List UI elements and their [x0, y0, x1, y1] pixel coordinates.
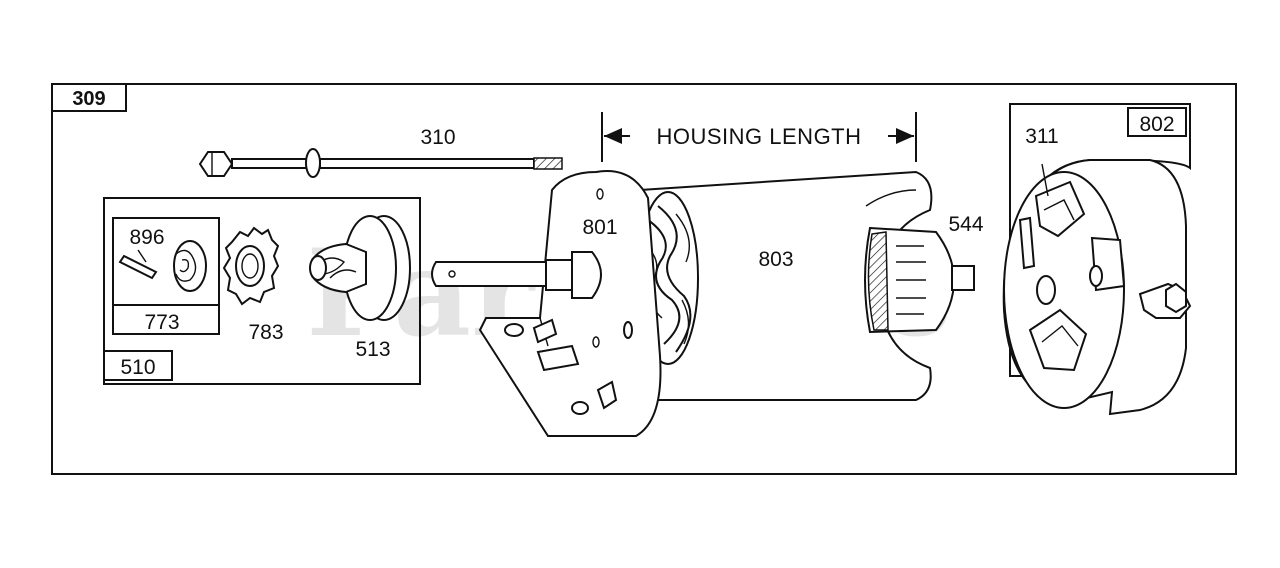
part-896-roll-pin[interactable] — [118, 249, 158, 280]
diagram-frame — [51, 83, 1237, 475]
part-310-through-bolt[interactable] — [198, 148, 563, 178]
frame-label-309[interactable]: 309 — [51, 83, 127, 112]
retainer-kit-box — [112, 217, 220, 335]
callout-544[interactable]: 544 — [948, 213, 983, 236]
callout-773[interactable]: 773 — [144, 311, 179, 334]
svg-text:309: 309 — [72, 88, 105, 110]
callout-896[interactable]: 896 — [129, 226, 164, 249]
part-801-drive-end-cap[interactable] — [478, 170, 662, 437]
part-513-helix-drive[interactable] — [309, 215, 411, 321]
callout-310[interactable]: 310 — [420, 126, 455, 149]
callout-801[interactable]: 801 — [582, 216, 617, 239]
armature-shaft[interactable] — [431, 251, 602, 299]
callout-311[interactable]: 311 — [1025, 125, 1058, 148]
label-510[interactable]: 510 — [103, 350, 173, 381]
label-802[interactable]: 802 — [1127, 107, 1187, 137]
housing-length-label: HOUSING LENGTH — [656, 124, 861, 149]
part-773-retainer[interactable] — [173, 240, 207, 292]
part-544-commutator[interactable] — [864, 226, 975, 334]
callout-783[interactable]: 783 — [248, 321, 283, 344]
svg-text:510: 510 — [120, 356, 155, 379]
part-783-pinion-gear[interactable] — [222, 226, 280, 306]
part-802-end-cap[interactable] — [1002, 103, 1192, 416]
callout-513[interactable]: 513 — [355, 338, 390, 361]
drive-kit-box — [103, 197, 421, 385]
callout-803[interactable]: 803 — [758, 248, 793, 271]
svg-text:802: 802 — [1139, 113, 1174, 136]
